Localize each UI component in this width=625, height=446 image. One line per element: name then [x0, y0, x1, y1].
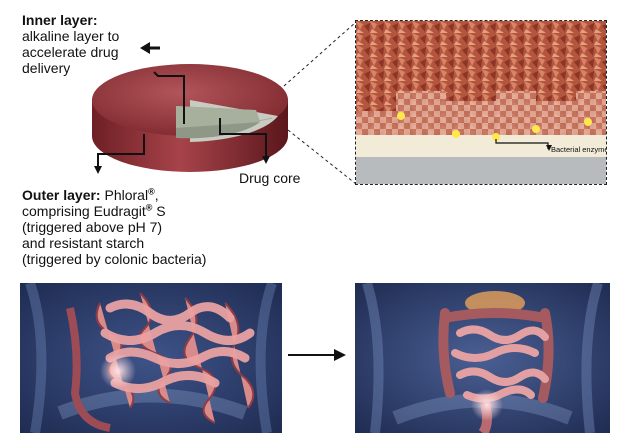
drug-core-leader — [219, 118, 267, 158]
inner-layer-line3: delivery — [22, 60, 71, 76]
zoom-connector-lines — [283, 21, 357, 185]
enzyme-dots — [397, 112, 592, 141]
outer-layer-line4: and resistant starch — [22, 235, 145, 251]
inner-layer-line2: accelerate drug — [22, 44, 119, 60]
outer-layer-leader — [97, 134, 145, 168]
outer-layer-line3: (triggered above pH 7) — [22, 219, 163, 235]
drug-core-label: Drug core — [239, 170, 301, 186]
outer-layer-lead: Phloral — [100, 187, 149, 203]
inner-layer-label: Inner layer: alkaline layer to accelerat… — [22, 12, 182, 76]
registered-mark: ® — [148, 186, 155, 197]
intestine-image-before — [20, 283, 282, 433]
outer-layer-label: Outer layer: Phloral®, comprising Eudrag… — [22, 187, 272, 267]
tablet-illustration — [92, 64, 288, 174]
inner-layer-title: Inner layer: — [22, 12, 98, 28]
outer-layer-line2b: S — [152, 203, 166, 219]
progression-arrow-icon — [288, 349, 346, 361]
inner-layer-line1: alkaline layer to — [22, 28, 120, 44]
outer-layer-line2a: comprising Eudragit — [22, 203, 146, 219]
bacterial-enzymes-label: Bacterial enzymes — [551, 145, 607, 154]
outer-layer-title: Outer layer: — [22, 187, 101, 203]
intestine-image-after — [355, 283, 610, 433]
inset-image: Bacterial enzymes — [356, 21, 607, 184]
outer-layer-line5: (triggered by colonic bacteria) — [22, 251, 207, 267]
arrow-left-icon — [140, 42, 160, 54]
bacterial-enzymes-inset: Bacterial enzymes — [355, 20, 607, 185]
registered-mark-2: ® — [145, 202, 153, 213]
inner-layer-leader — [153, 71, 185, 124]
